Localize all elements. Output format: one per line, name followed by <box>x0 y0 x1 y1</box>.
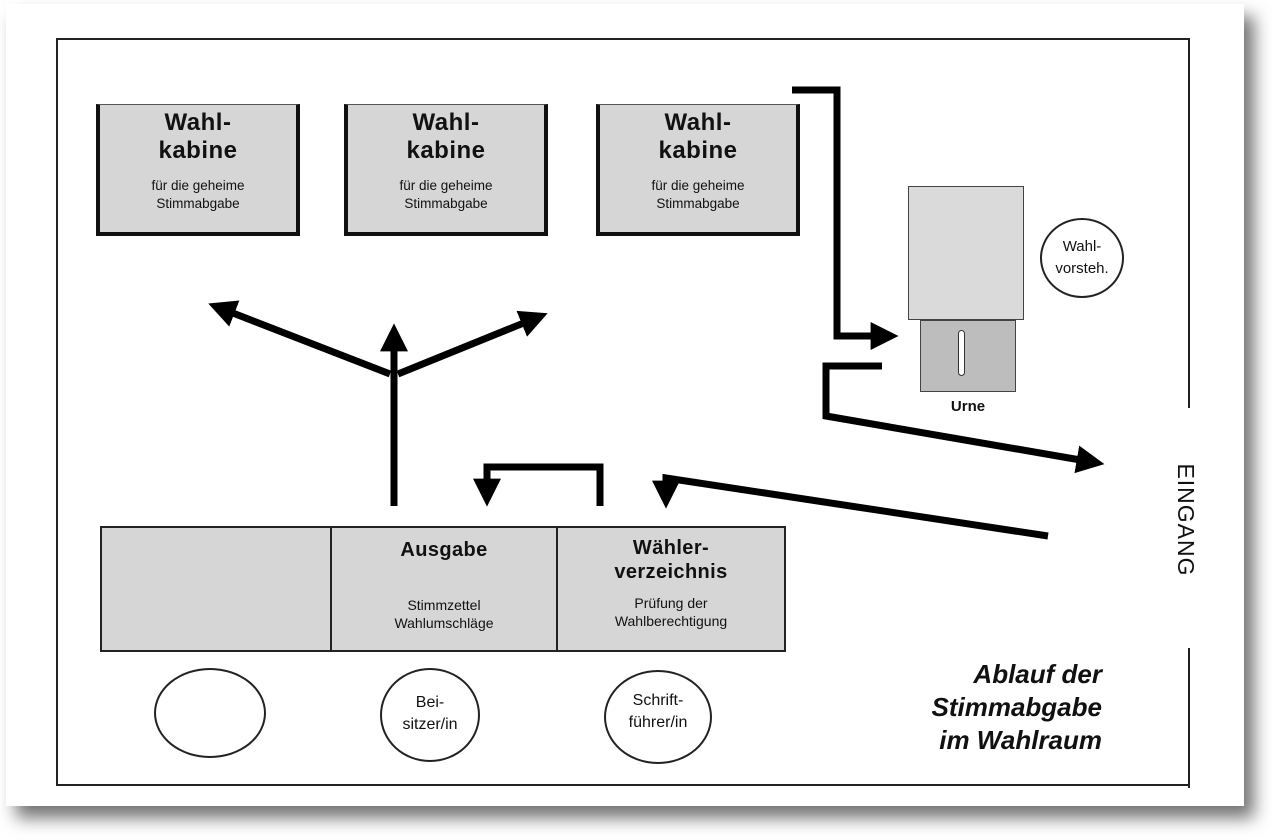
secretary-label: Schrift- <box>632 692 684 709</box>
booth-subtitle: Stimmabgabe <box>656 196 740 211</box>
room-outline <box>56 38 1190 786</box>
register-line: Prüfung der <box>634 595 708 611</box>
booth-subtitle: Stimmabgabe <box>404 196 488 211</box>
assessor-label: Bei- <box>415 694 445 711</box>
caption-line: Ablauf der <box>973 659 1102 689</box>
ausgabe-line: Wahlumschläge <box>394 615 494 631</box>
caption-line: im Wahlraum <box>939 725 1102 755</box>
desk-empty-section <box>100 526 332 652</box>
arrow-entrance-to-register <box>652 473 1049 540</box>
arrow-booth-to-urn <box>792 86 899 350</box>
entrance-label: EINGANG <box>1173 463 1199 577</box>
register-line: Wahlberechtigung <box>614 613 728 629</box>
chair-label: vorsteh. <box>1055 260 1109 277</box>
diagram-caption: Ablauf der Stimmabgabe im Wahlraum <box>820 658 1103 757</box>
booth-title: kabine <box>158 137 238 164</box>
secretary-circle: Schrift- führer/in <box>604 670 712 764</box>
booth-subtitle: für die geheime <box>151 178 245 193</box>
arrow-hub-to-booth-3 <box>396 310 548 378</box>
register-title: verzeichnis <box>614 561 728 583</box>
assessor-circle: Bei- sitzer/in <box>380 668 480 762</box>
booth-title: Wahl- <box>164 109 232 136</box>
arrow-urn-to-exit <box>822 362 1105 474</box>
caption-line: Stimmabgabe <box>931 692 1103 722</box>
chair-circle: Wahl- vorsteh. <box>1040 218 1124 298</box>
ballot-box-slot <box>958 330 965 376</box>
register-title: Wähler- <box>632 537 710 559</box>
ballot-box-base <box>920 320 1016 392</box>
arrow-hub-to-booth-1 <box>208 300 392 378</box>
desk-register-section: Wähler- verzeichnis Prüfung der Wahlbere… <box>556 526 786 652</box>
booth-title: Wahl- <box>664 109 732 136</box>
booth-subtitle: für die geheime <box>651 178 745 193</box>
voting-booth-1: Wahl- kabine für die geheime Stimmabgabe <box>96 104 300 236</box>
booth-subtitle: für die geheime <box>399 178 493 193</box>
ausgabe-title: Ausgabe <box>400 539 488 561</box>
voting-booth-2: Wahl- kabine für die geheime Stimmabgabe <box>344 104 548 236</box>
assessor-label: sitzer/in <box>402 716 458 733</box>
room-wall-upper <box>1188 38 1190 408</box>
voting-booth-3: Wahl- kabine für die geheime Stimmabgabe <box>596 104 800 236</box>
secretary-label: führer/in <box>628 714 688 731</box>
desk-ausgabe-section: Ausgabe Stimmzettel Wahlumschläge <box>330 526 558 652</box>
chair-label: Wahl- <box>1062 238 1102 255</box>
booth-title: Wahl- <box>412 109 480 136</box>
staff-empty-circle <box>154 668 266 758</box>
booth-title: kabine <box>658 137 738 164</box>
arrow-register-to-ausgabe <box>473 463 604 507</box>
ballot-box-top <box>908 186 1024 320</box>
booth-title: kabine <box>406 137 486 164</box>
booth-subtitle: Stimmabgabe <box>156 196 240 211</box>
ausgabe-line: Stimmzettel <box>407 597 481 613</box>
room-wall-lower <box>1188 648 1190 788</box>
urn-label: Urne <box>950 398 986 415</box>
